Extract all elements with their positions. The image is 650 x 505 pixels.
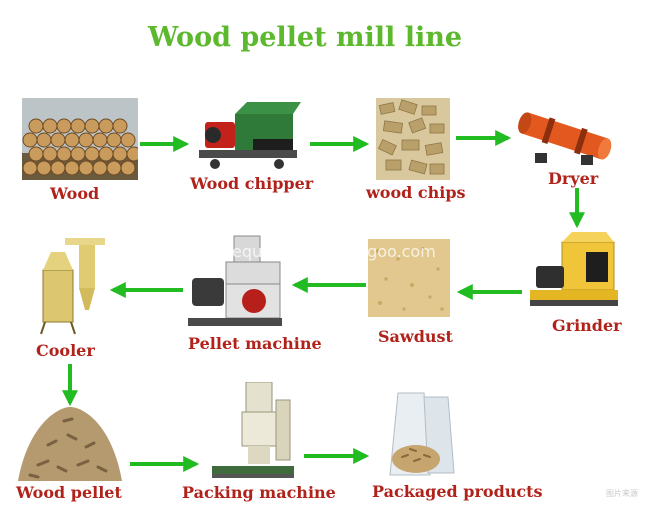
pellet-machine-image [184, 228, 284, 336]
label-sawdust: Sawdust [378, 327, 453, 346]
watermark: equipment.troissgoo.com [232, 242, 436, 261]
packing-machine-image [208, 382, 298, 482]
cooler-image [35, 230, 119, 335]
diagram-title: Wood pellet mill line [147, 22, 463, 53]
label-packing-machine: Packing machine [182, 483, 336, 502]
label-pellet-machine: Pellet machine [188, 334, 322, 353]
label-wood-chips: wood chips [366, 183, 466, 202]
label-grinder: Grinder [552, 316, 622, 335]
packaged-products-image [380, 387, 460, 479]
label-packaged-products: Packaged products [372, 482, 543, 501]
wood-pellet-image [18, 405, 122, 481]
label-wood-chipper: Wood chipper [190, 174, 314, 193]
wood-chipper-image [195, 94, 301, 174]
label-wood-pellet: Wood pellet [16, 483, 122, 502]
label-dryer: Dryer [548, 169, 599, 188]
wood-chips-image [376, 98, 450, 180]
wood-logs-image [22, 98, 138, 180]
dryer-image [515, 103, 615, 167]
grinder-image [526, 232, 622, 312]
sawdust-image [368, 239, 450, 317]
label-wood: Wood [50, 184, 100, 203]
label-cooler: Cooler [36, 341, 95, 360]
corner-watermark: 图片来源 [606, 489, 638, 498]
